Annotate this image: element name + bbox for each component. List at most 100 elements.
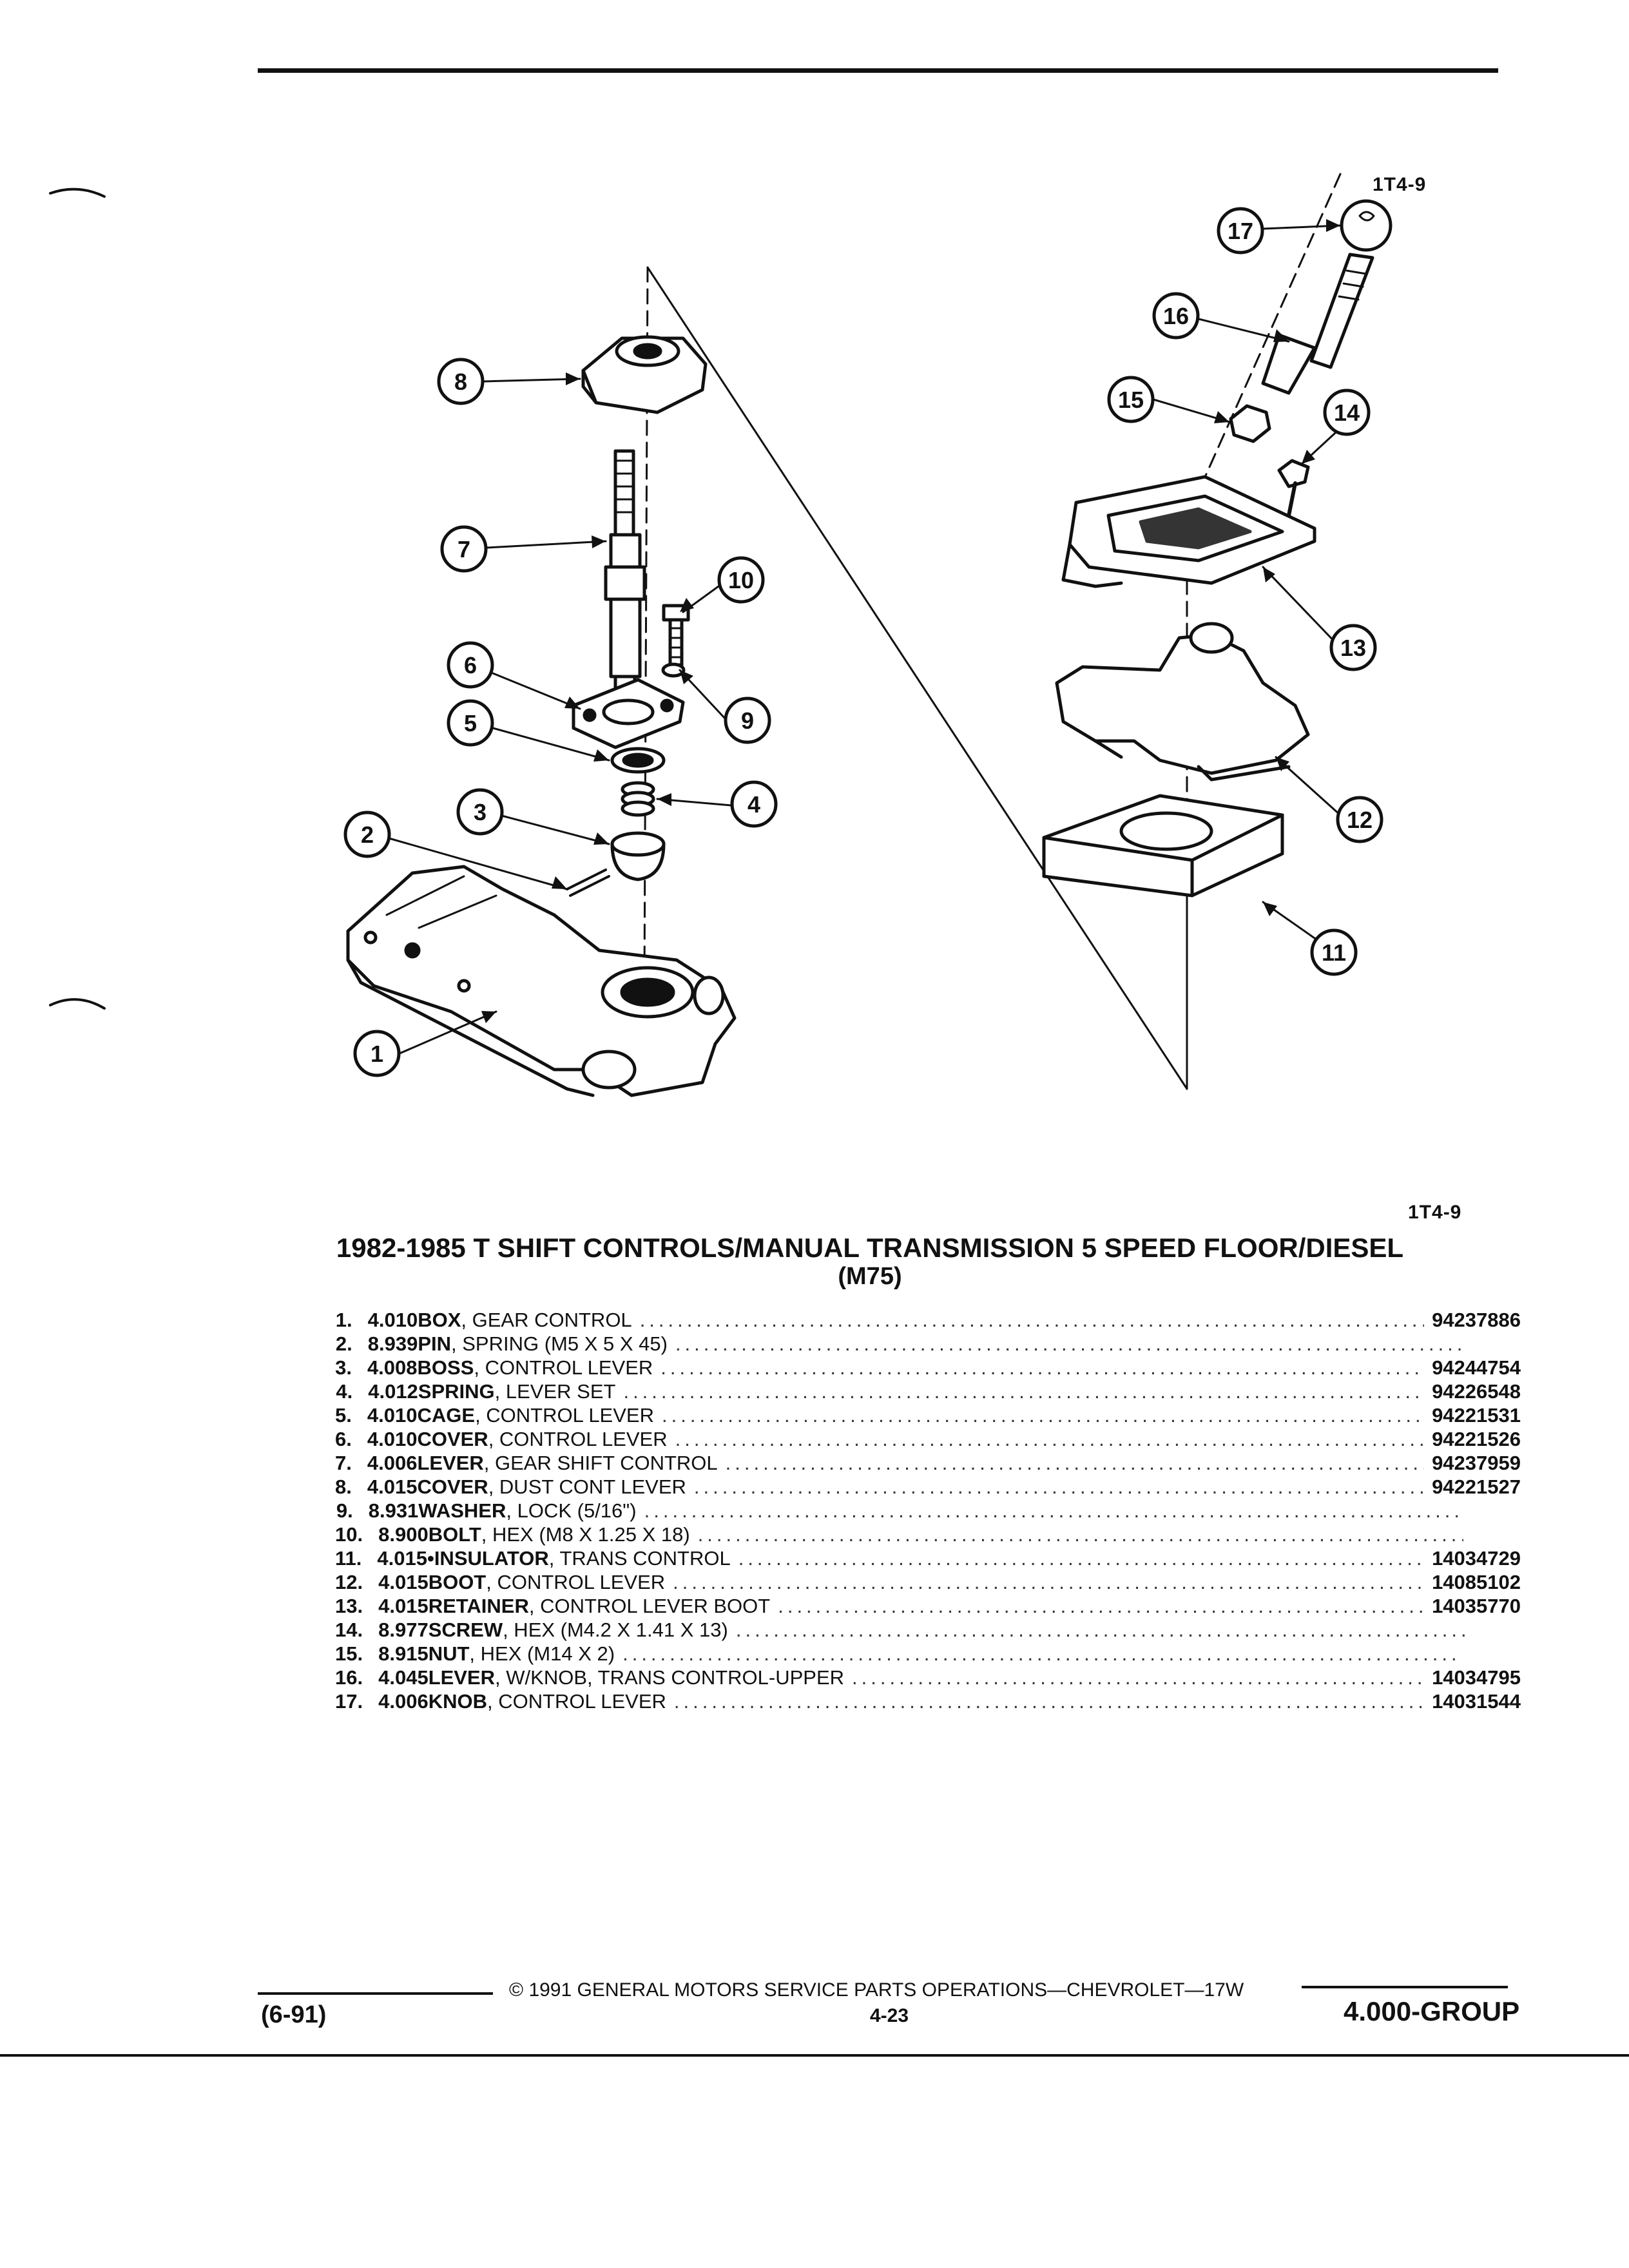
part-spec: , CONTROL LEVER (486, 1571, 666, 1593)
dot-leader (674, 1689, 1424, 1713)
svg-text:7: 7 (458, 536, 470, 562)
group-number: 4.015 (378, 1571, 429, 1593)
item-number: 13. (335, 1595, 363, 1617)
margin-mark (49, 187, 106, 198)
dot-leader (675, 1427, 1424, 1451)
callout-16: 16 (1152, 292, 1200, 340)
group-number: 4.006 (367, 1452, 418, 1474)
part-number: 94226548 (1432, 1380, 1521, 1403)
part-number: 94237959 (1432, 1452, 1521, 1474)
part-name: COVER (417, 1475, 488, 1498)
group-number: 4.008 (367, 1356, 418, 1379)
part-name: RETAINER (428, 1595, 529, 1617)
group-number: 4.010 (367, 1428, 418, 1450)
part-17-knob (1340, 199, 1393, 252)
group-number: 8.931 (368, 1499, 419, 1522)
svg-text:13: 13 (1340, 635, 1366, 661)
part-spec: , LOCK (5/16") (506, 1499, 637, 1522)
part-number: 94244754 (1432, 1356, 1521, 1379)
part-spec: , CONTROL LEVER (487, 1690, 666, 1713)
part-3-boss (610, 831, 666, 881)
part-11-insulator (1042, 794, 1284, 898)
item-number: 16. (335, 1666, 363, 1689)
callout-10: 10 (717, 556, 765, 604)
part-name: BOSS (417, 1356, 474, 1379)
group-number: 8.900 (378, 1523, 429, 1546)
group-number: 4.012 (368, 1380, 418, 1403)
svg-text:1: 1 (371, 1041, 383, 1067)
callout-3: 3 (456, 788, 504, 836)
part-spec: , HEX (M14 X 2) (469, 1642, 615, 1665)
part-description: BOOT, CONTROL LEVER (429, 1570, 665, 1594)
parts-row: 11.4.015•INSULATOR, TRANS CONTROL1403472… (335, 1546, 1521, 1570)
part-description: CAGE, CONTROL LEVER (417, 1403, 654, 1427)
part-name: WASHER (418, 1499, 506, 1522)
dot-leader (738, 1546, 1424, 1570)
date-code: (6-91) (261, 2001, 327, 2028)
item-number: 2. (335, 1332, 352, 1355)
part-9-washer (661, 662, 686, 678)
part-spec: , GEAR SHIFT CONTROL (483, 1452, 718, 1474)
figure-ref-bottom: 1T4-9 (1408, 1202, 1462, 1223)
part-1-box (346, 865, 737, 1097)
group-number: 4.010 (367, 1404, 418, 1427)
dot-leader (852, 1666, 1424, 1689)
bottom-rule (0, 2054, 1629, 2057)
title-line-2: (M75) (838, 1263, 902, 1290)
svg-text:12: 12 (1347, 807, 1373, 833)
item-number: 7. (335, 1452, 352, 1474)
callout-8: 8 (437, 358, 485, 405)
part-number: 14085102 (1432, 1571, 1521, 1593)
item-number: 12. (335, 1571, 363, 1593)
part-number: 14034729 (1432, 1547, 1521, 1570)
part-description: PIN, SPRING (M5 X 5 X 45) (418, 1332, 668, 1356)
callout-14: 14 (1323, 389, 1371, 436)
svg-text:2: 2 (361, 822, 374, 848)
part-number: 14031544 (1432, 1690, 1521, 1713)
group-number: 4.010 (367, 1309, 418, 1331)
part-spec: , CONTROL LEVER (474, 1356, 653, 1379)
part-description: RETAINER, CONTROL LEVER BOOT (429, 1594, 771, 1618)
svg-text:10: 10 (728, 567, 754, 593)
part-spec: , HEX (M8 X 1.25 X 18) (481, 1523, 690, 1546)
dot-leader (778, 1594, 1424, 1618)
footer-rule-left (258, 1992, 493, 1995)
item-number: 9. (336, 1499, 353, 1522)
part-spec: , CONTROL LEVER BOOT (528, 1595, 771, 1617)
part-name: BOOT (428, 1571, 487, 1593)
dot-leader (726, 1451, 1424, 1475)
part-number: 94221526 (1432, 1428, 1521, 1450)
margin-mark (49, 998, 106, 1010)
part-spec: , LEVER SET (494, 1380, 616, 1403)
callout-1: 1 (353, 1030, 401, 1077)
page-number: 4-23 (870, 2005, 909, 2026)
group-number: 4.015 (377, 1547, 427, 1570)
dot-leader (675, 1332, 1462, 1356)
part-description: COVER, DUST CONT LEVER (417, 1475, 686, 1499)
part-number: 94221527 (1432, 1475, 1521, 1498)
svg-text:6: 6 (464, 652, 477, 678)
part-name: LEVER (428, 1666, 496, 1689)
dot-leader (694, 1475, 1424, 1499)
svg-text:8: 8 (454, 369, 467, 395)
part-spec: , CONTROL LEVER (488, 1428, 668, 1450)
dot-leader (698, 1523, 1463, 1546)
callout-17: 17 (1217, 207, 1264, 255)
svg-text:3: 3 (474, 799, 487, 825)
top-rule (258, 68, 1498, 73)
part-description: •INSULATOR, TRANS CONTROL (427, 1546, 731, 1570)
part-description: NUT, HEX (M14 X 2) (429, 1642, 615, 1666)
svg-text:16: 16 (1163, 303, 1189, 329)
part-spec: , HEX (M4.2 X 1.41 X 13) (503, 1619, 728, 1641)
part-number: 14035770 (1432, 1595, 1521, 1617)
callout-12: 12 (1336, 796, 1383, 843)
part-14-screw (1277, 459, 1310, 517)
part-name: BOX (418, 1309, 461, 1331)
